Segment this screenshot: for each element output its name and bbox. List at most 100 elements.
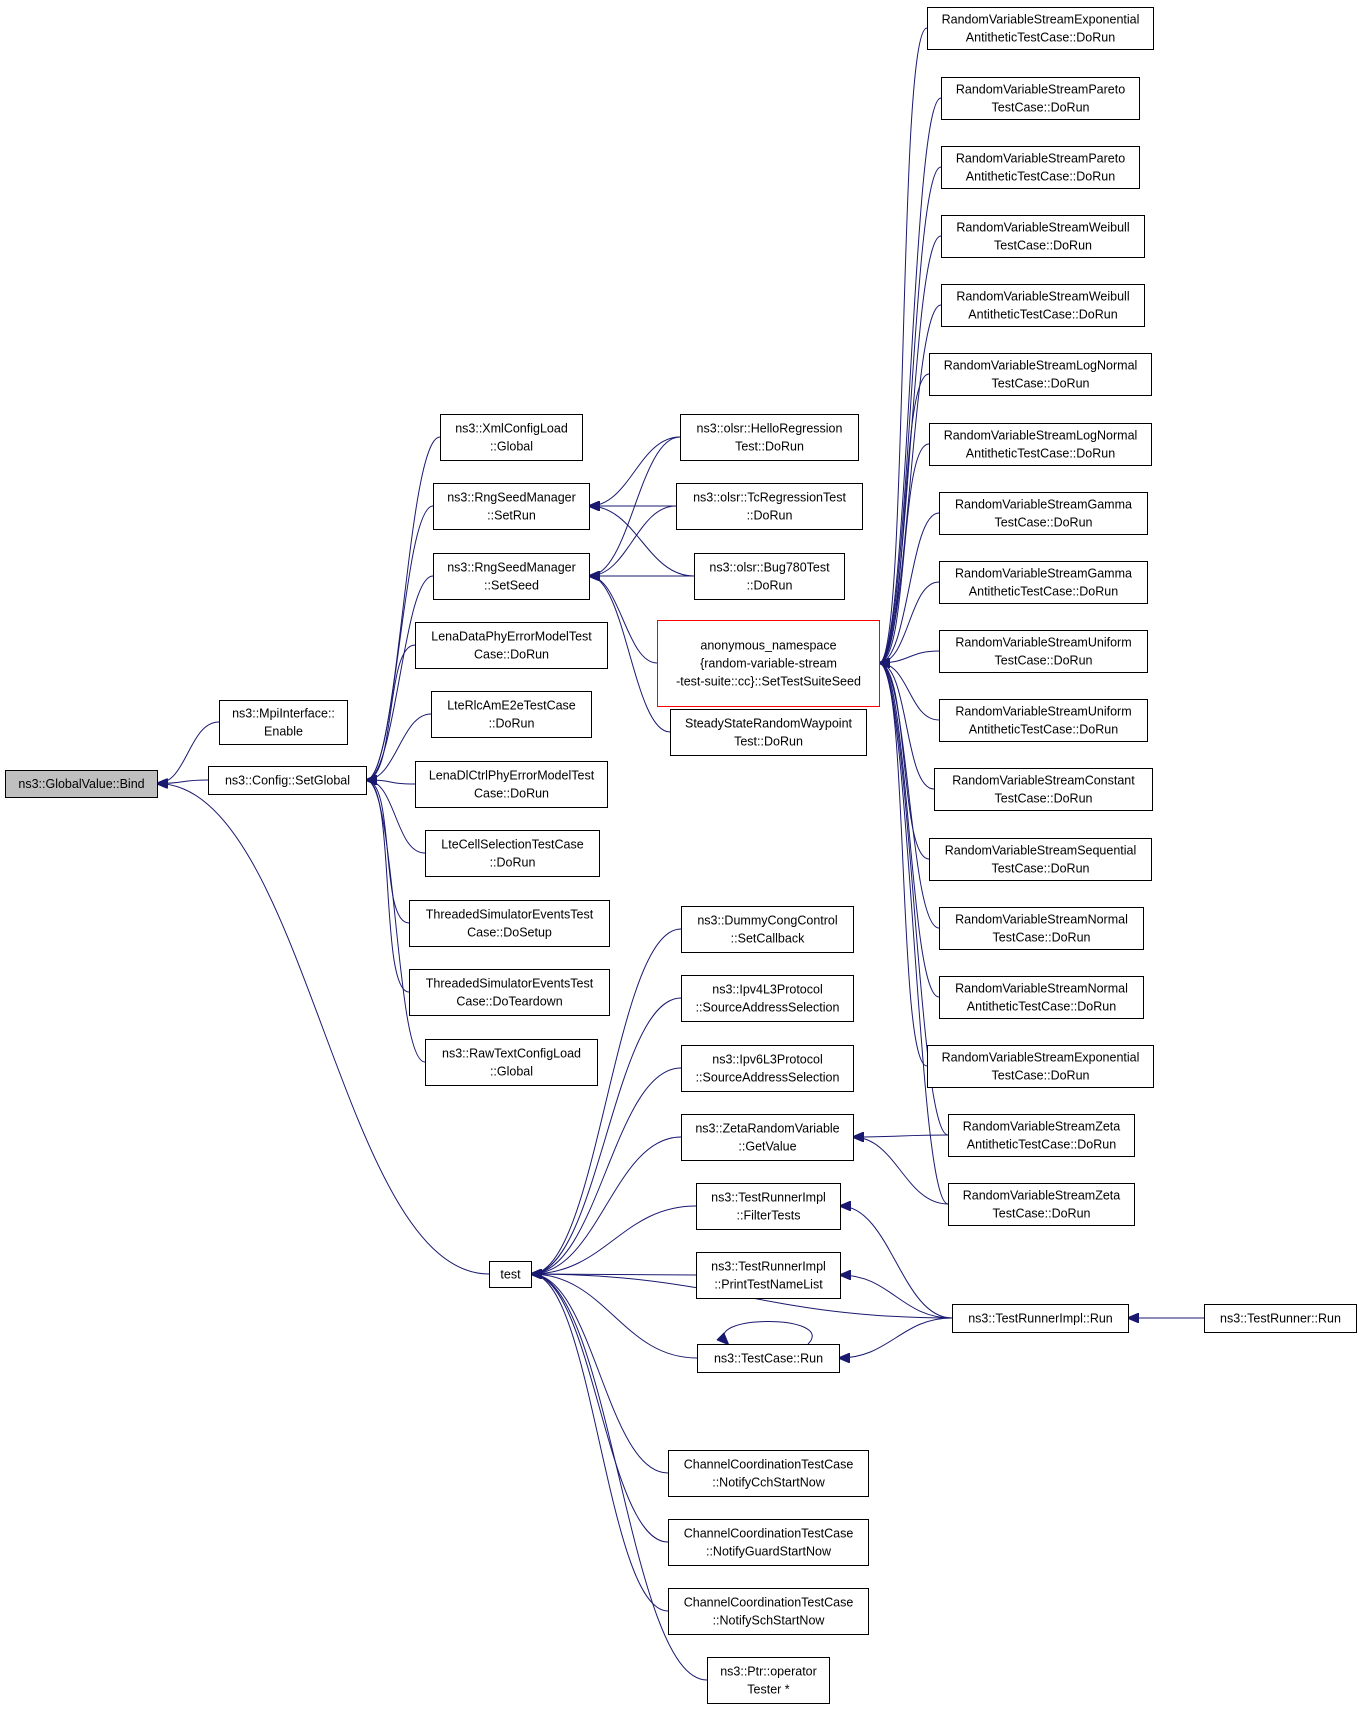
node-box bbox=[697, 1344, 840, 1373]
node-filtertests[interactable]: ns3::TestRunnerImpl::FilterTests bbox=[696, 1183, 841, 1230]
node-label: RandomVariableStreamPareto bbox=[956, 152, 1125, 166]
node-r_lognorm[interactable]: RandomVariableStreamLogNormalTestCase::D… bbox=[929, 353, 1152, 396]
node-trrun[interactable]: ns3::TestRunner::Run bbox=[1204, 1304, 1357, 1333]
node-label: ::DoRun bbox=[490, 856, 536, 870]
node-label: ChannelCoordinationTestCase bbox=[684, 1527, 854, 1541]
node-anon[interactable]: anonymous_namespace{random-variable-stre… bbox=[657, 620, 880, 707]
edge-xmlcfg-to-setglobal bbox=[366, 436, 441, 780]
node-label: Case::DoSetup bbox=[467, 926, 552, 940]
node-rawtext[interactable]: ns3::RawTextConfigLoad::Global bbox=[425, 1039, 598, 1086]
node-mpi[interactable]: ns3::MpiInterface::Enable bbox=[219, 700, 348, 745]
node-dummycong[interactable]: ns3::DummyCongControl::SetCallback bbox=[681, 906, 854, 953]
node-label: TestCase::DoRun bbox=[993, 1207, 1091, 1221]
node-box bbox=[952, 1304, 1129, 1333]
node-xmlcfg[interactable]: ns3::XmlConfigLoad::Global bbox=[440, 414, 583, 461]
node-label: ns3::RngSeedManager bbox=[447, 491, 576, 505]
edge-trimplrun-to-tcrun bbox=[839, 1317, 953, 1358]
edge-r_normal-to-anon bbox=[879, 663, 940, 929]
node-label: RandomVariableStreamZeta bbox=[963, 1120, 1121, 1134]
edge-r_normalanti-to-anon bbox=[879, 663, 940, 998]
node-setseed[interactable]: ns3::RngSeedManager::SetSeed bbox=[433, 553, 590, 600]
node-r_weibull[interactable]: RandomVariableStreamWeibullTestCase::DoR… bbox=[941, 215, 1145, 258]
node-r_zetaanti[interactable]: RandomVariableStreamZetaAntitheticTestCa… bbox=[948, 1114, 1135, 1157]
node-label: AntitheticTestCase::DoRun bbox=[966, 31, 1115, 45]
node-bind[interactable]: ns3::GlobalValue::Bind bbox=[5, 770, 158, 798]
node-label: test bbox=[500, 1268, 521, 1282]
node-setrun[interactable]: ns3::RngSeedManager::SetRun bbox=[433, 483, 590, 530]
node-label: LenaDataPhyErrorModelTest bbox=[431, 630, 592, 644]
node-label: ::NotifyGuardStartNow bbox=[706, 1545, 832, 1559]
edges-layer bbox=[157, 27, 1205, 1681]
node-thrteardown[interactable]: ThreadedSimulatorEventsTestCase::DoTeard… bbox=[409, 969, 610, 1016]
node-label: RandomVariableStreamExponential bbox=[942, 1051, 1140, 1065]
node-r_exp[interactable]: RandomVariableStreamExponentialTestCase:… bbox=[927, 1045, 1154, 1088]
node-chcch[interactable]: ChannelCoordinationTestCase::NotifyCchSt… bbox=[668, 1450, 869, 1497]
node-r_expanti[interactable]: RandomVariableStreamExponentialAntitheti… bbox=[927, 7, 1154, 50]
edge-zetarv-to-test bbox=[531, 1136, 682, 1274]
node-box bbox=[5, 770, 158, 798]
edge-lenadata-to-setglobal bbox=[366, 644, 416, 780]
edge-r_lognorm-to-anon bbox=[879, 373, 930, 663]
node-chguard[interactable]: ChannelCoordinationTestCase::NotifyGuard… bbox=[668, 1519, 869, 1566]
node-label: ns3::olsr::Bug780Test bbox=[709, 561, 830, 575]
node-lterlc[interactable]: LteRlcAmE2eTestCase::DoRun bbox=[431, 691, 592, 738]
edge-r_expanti-to-anon bbox=[879, 27, 928, 663]
node-r_lognormanti[interactable]: RandomVariableStreamLogNormalAntitheticT… bbox=[929, 423, 1152, 466]
node-trimplrun[interactable]: ns3::TestRunnerImpl::Run bbox=[952, 1304, 1129, 1333]
node-box bbox=[941, 284, 1145, 327]
node-r_uniform[interactable]: RandomVariableStreamUniformTestCase::DoR… bbox=[939, 630, 1148, 673]
node-label: ::PrintTestNameList bbox=[714, 1278, 823, 1292]
node-chsch[interactable]: ChannelCoordinationTestCase::NotifySchSt… bbox=[668, 1588, 869, 1635]
node-ltecell[interactable]: LteCellSelectionTestCase::DoRun bbox=[425, 830, 600, 877]
node-printtests[interactable]: ns3::TestRunnerImpl::PrintTestNameList bbox=[696, 1252, 841, 1299]
node-test[interactable]: test bbox=[489, 1261, 532, 1288]
edge-chcch-to-test bbox=[531, 1274, 669, 1474]
node-label: ns3::TestRunnerImpl bbox=[711, 1191, 826, 1205]
edge-r_pareto-to-anon bbox=[879, 97, 942, 663]
node-box bbox=[696, 1183, 841, 1230]
node-r_normalanti[interactable]: RandomVariableStreamNormalAntitheticTest… bbox=[939, 976, 1144, 1019]
node-box bbox=[425, 1039, 598, 1086]
node-label: LenaDlCtrlPhyErrorModelTest bbox=[429, 769, 595, 783]
node-setglobal[interactable]: ns3::Config::SetGlobal bbox=[208, 766, 367, 795]
node-r_gammaanti[interactable]: RandomVariableStreamGammaAntitheticTestC… bbox=[939, 561, 1148, 604]
node-box bbox=[431, 691, 592, 738]
node-zetarv[interactable]: ns3::ZetaRandomVariable::GetValue bbox=[681, 1114, 854, 1161]
nodes-layer: ns3::GlobalValue::Bind ns3::MpiInterface:… bbox=[5, 7, 1357, 1704]
node-r_normal[interactable]: RandomVariableStreamNormalTestCase::DoRu… bbox=[939, 907, 1144, 950]
node-label: Test::DoRun bbox=[735, 440, 804, 454]
node-r_pareto[interactable]: RandomVariableStreamParetoTestCase::DoRu… bbox=[941, 77, 1140, 120]
node-label: RandomVariableStreamExponential bbox=[942, 13, 1140, 27]
node-r_weibullanti[interactable]: RandomVariableStreamWeibullAntitheticTes… bbox=[941, 284, 1145, 327]
edge-r_constant-to-anon bbox=[879, 663, 935, 790]
node-ipv6[interactable]: ns3::Ipv6L3Protocol::SourceAddressSelect… bbox=[681, 1045, 854, 1092]
edge-r_zeta-to-anon bbox=[879, 663, 949, 1205]
node-bug780[interactable]: ns3::olsr::Bug780Test::DoRun bbox=[694, 553, 845, 600]
node-box bbox=[425, 830, 600, 877]
edge-ptrop-to-test bbox=[531, 1274, 708, 1681]
node-tcrun[interactable]: ns3::TestCase::Run bbox=[697, 1344, 840, 1373]
node-box bbox=[670, 709, 867, 756]
node-r_constant[interactable]: RandomVariableStreamConstantTestCase::Do… bbox=[934, 768, 1153, 811]
node-label: LteCellSelectionTestCase bbox=[441, 838, 583, 852]
node-label: TestCase::DoRun bbox=[995, 792, 1093, 806]
edge-tcrun-to-test bbox=[531, 1274, 698, 1359]
node-box bbox=[934, 768, 1153, 811]
node-r_uniformanti[interactable]: RandomVariableStreamUniformAntitheticTes… bbox=[939, 699, 1148, 742]
node-r_paretoanti[interactable]: RandomVariableStreamParetoAntitheticTest… bbox=[941, 146, 1140, 189]
node-tcreg[interactable]: ns3::olsr::TcRegressionTest::DoRun bbox=[676, 483, 863, 530]
node-r_sequential[interactable]: RandomVariableStreamSequentialTestCase::… bbox=[929, 838, 1152, 881]
node-label: TestCase::DoRun bbox=[994, 239, 1092, 253]
node-label: RandomVariableStreamNormal bbox=[955, 982, 1128, 996]
node-ipv4[interactable]: ns3::Ipv4L3Protocol::SourceAddressSelect… bbox=[681, 975, 854, 1022]
node-box bbox=[433, 483, 590, 530]
node-box bbox=[927, 1045, 1154, 1088]
